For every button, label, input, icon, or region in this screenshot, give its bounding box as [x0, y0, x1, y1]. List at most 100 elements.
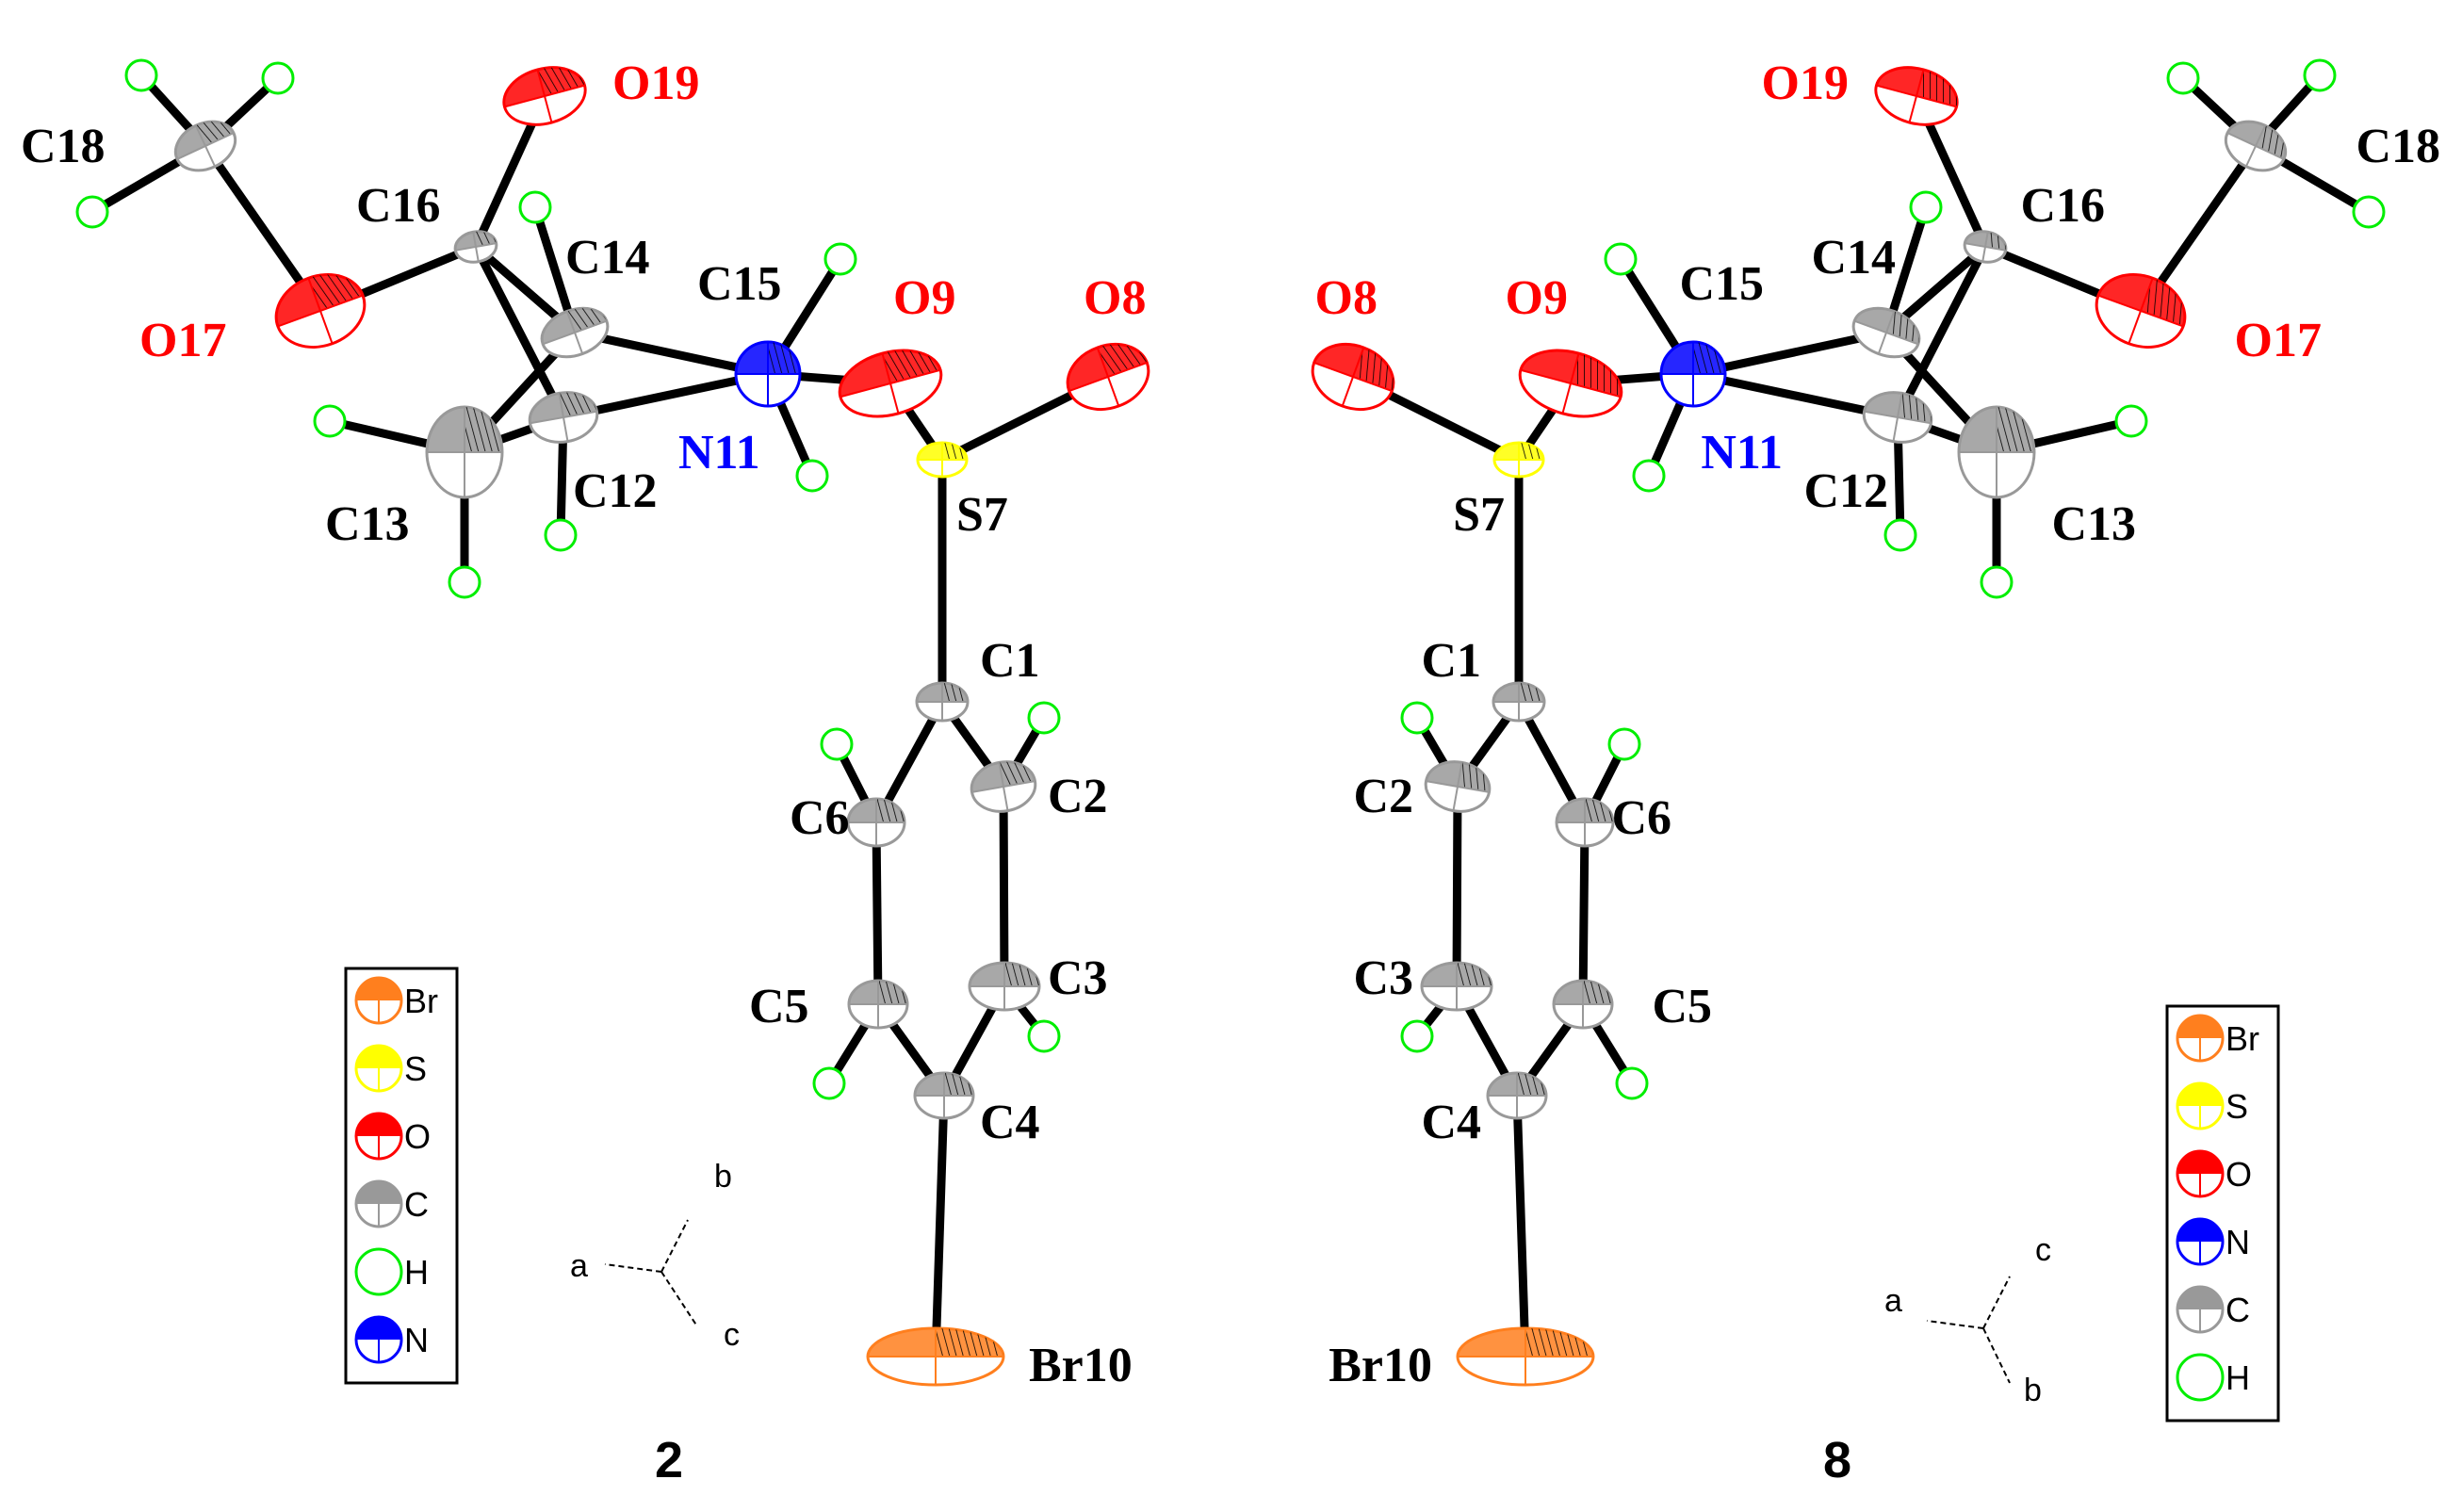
atom-C6 [1555, 797, 1615, 848]
svg-text:N: N [2226, 1223, 2250, 1261]
atom-C12 [528, 391, 599, 444]
svg-text:O: O [2226, 1155, 2252, 1194]
atom-label-o17: O17 [139, 314, 226, 367]
svg-text:Br: Br [404, 982, 438, 1020]
hydrogen-atom [124, 58, 158, 92]
hydrogen-atom [75, 195, 109, 229]
atom-N11 [734, 340, 802, 408]
atom-O8 [1066, 343, 1150, 411]
atom-C3 [1420, 961, 1493, 1012]
hydrogen-atom [823, 242, 857, 276]
atom-label-s7: S7 [1453, 488, 1505, 542]
axis-label-c: c [2035, 1232, 2051, 1268]
svg-text:N: N [404, 1321, 429, 1359]
atom-label-c4: C4 [1421, 1096, 1481, 1149]
atom-label-c12: C12 [573, 464, 658, 518]
molecule-panel-right: C18O19C16C14C15O9O8O17N11C13C12S7C1C6C2C… [1311, 57, 2440, 1488]
svg-text:H: H [2226, 1358, 2250, 1397]
hydrogen-atom [2303, 58, 2337, 92]
hydrogen-atom [1980, 565, 2014, 599]
hydrogen-atom [1400, 1019, 1434, 1053]
atom-label-c3: C3 [1353, 951, 1413, 1005]
atom-label-c6: C6 [790, 791, 850, 845]
atom-C4 [1486, 1071, 1548, 1120]
legend-item-s: S [354, 1044, 427, 1093]
atom-C18 [173, 120, 237, 172]
hydrogen-atom [2166, 61, 2200, 95]
atom-C5 [847, 979, 909, 1030]
hydrogen-atom [2114, 404, 2148, 438]
hydrogen-atom [544, 518, 578, 552]
atom-C13 [425, 405, 504, 499]
atom-label-group: C18O19C16C14C15O9O8O17N11C13C12S7C1C6C2C… [1315, 57, 2440, 1392]
atom-label-c1: C1 [980, 634, 1040, 688]
atom-label-o19: O19 [1762, 57, 1849, 110]
atom-label-o9: O9 [1506, 271, 1568, 325]
atom-label-c5: C5 [749, 980, 809, 1033]
legend-item-s: S [2176, 1081, 2248, 1130]
atom-label-c14: C14 [1811, 231, 1896, 285]
atom-label-c12: C12 [1803, 464, 1888, 518]
hydrogen-group [1400, 58, 2386, 1100]
axis-label-c: c [724, 1317, 740, 1353]
legend-item-n: N [2176, 1217, 2250, 1266]
legend-item-o: O [2176, 1149, 2252, 1198]
atom-label-c16: C16 [2020, 179, 2105, 233]
atom-S7 [1492, 441, 1545, 479]
atom-label-c13: C13 [2051, 497, 2136, 551]
hydrogen-atom [1632, 459, 1666, 493]
svg-text:H: H [404, 1253, 429, 1292]
atom-label-o17: O17 [2235, 314, 2322, 367]
atom-C14 [1851, 306, 1921, 359]
atom-label-c6: C6 [1611, 791, 1671, 845]
hydrogen-atom [820, 727, 854, 761]
atom-C3 [968, 961, 1041, 1012]
atom-C13 [1957, 405, 2036, 499]
hydrogen-atom [795, 459, 829, 493]
hydrogen-atom [1607, 727, 1641, 761]
atom-label-c18: C18 [2356, 120, 2440, 173]
atom-C2 [1424, 760, 1492, 813]
axis-label-b: b [714, 1159, 732, 1195]
axis-label-a: a [1884, 1283, 1902, 1319]
bond-C2-C3 [999, 782, 1009, 991]
legend-item-h: H [2176, 1353, 2250, 1402]
atom-label-c18: C18 [21, 120, 106, 173]
hydrogen-atom [261, 61, 295, 95]
svg-text:S: S [2226, 1087, 2248, 1126]
axis-triad: acb [1884, 1232, 2051, 1408]
legend-item-br: Br [354, 976, 438, 1025]
bond-C6-C5 [1578, 818, 1590, 1009]
atom-O19 [502, 66, 587, 126]
atom-label-o8: O8 [1315, 271, 1378, 325]
atom-label-c4: C4 [980, 1096, 1040, 1149]
atom-Br10 [1456, 1326, 1595, 1387]
atom-label-c15: C15 [1679, 257, 1764, 311]
atom-label-n11: N11 [678, 426, 760, 480]
atom-label-o8: O8 [1084, 271, 1146, 325]
legend-item-n: N [354, 1315, 429, 1364]
panel-caption: 2 [655, 1432, 683, 1488]
legend-item-c: C [2176, 1285, 2250, 1334]
legend-item-o: O [354, 1112, 431, 1161]
atom-label-c2: C2 [1353, 770, 1413, 823]
atom-C18 [2224, 120, 2288, 172]
atom-N11 [1659, 340, 1727, 408]
atom-O17 [2095, 273, 2187, 349]
hydrogen-atom [2352, 195, 2386, 229]
hydrogen-atom [1027, 701, 1061, 735]
atom-label-c1: C1 [1421, 634, 1481, 688]
atom-C2 [970, 760, 1037, 813]
bond-C6-C5 [872, 818, 883, 1009]
svg-text:C: C [2226, 1291, 2250, 1329]
hydrogen-atom [1883, 518, 1917, 552]
svg-text:S: S [404, 1049, 427, 1088]
atom-C6 [846, 797, 906, 848]
hydrogen-atom [1400, 701, 1434, 735]
atom-label-c3: C3 [1048, 951, 1108, 1005]
atom-O8 [1311, 343, 1395, 411]
hydrogen-atom [1615, 1066, 1649, 1100]
